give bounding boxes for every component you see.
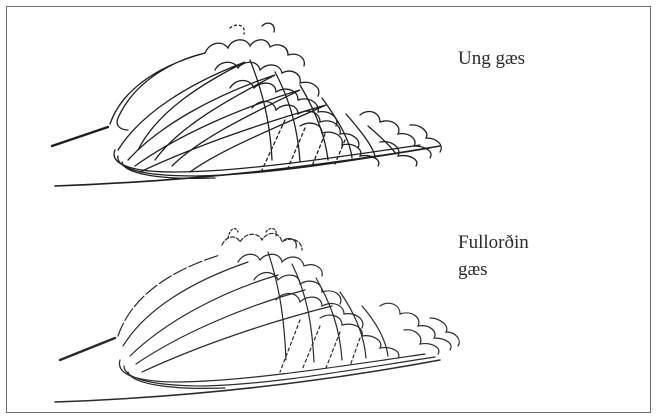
adult-goose-wing-drawing <box>55 229 459 402</box>
young-goose-wing-drawing <box>52 23 441 186</box>
adult-goose-label-line-2: gæs <box>458 257 488 282</box>
adult-goose-label-line-1: Fullorðin <box>458 230 529 255</box>
young-goose-label: Ung gæs <box>458 46 525 71</box>
